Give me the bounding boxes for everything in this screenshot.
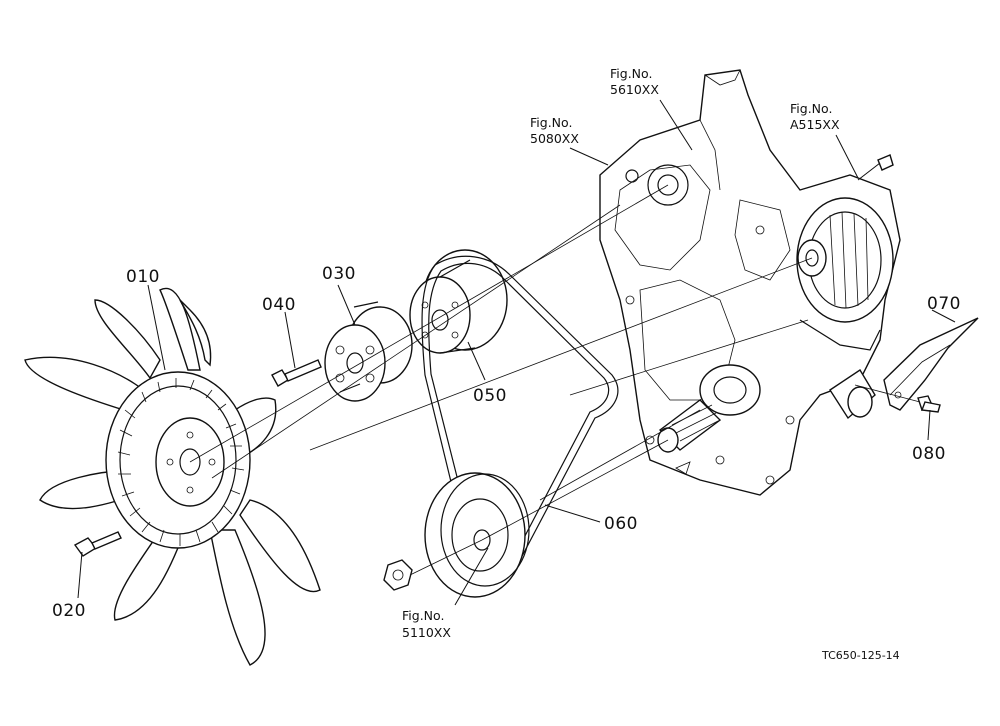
bracket-070: [883, 317, 979, 411]
crank-nut: [383, 559, 413, 591]
figref-a515-line2: A515XX: [790, 117, 840, 132]
figref-a515-line1: Fig.No.: [790, 101, 832, 116]
label-060: 060: [604, 514, 638, 534]
crank-pulley: [424, 472, 530, 598]
figref-5610-line2: 5610XX: [610, 82, 659, 97]
label-080: 080: [912, 444, 946, 464]
outlet-pipe: [829, 369, 876, 420]
figref-5610-line1: Fig.No.: [610, 66, 652, 81]
gear-case: [599, 69, 901, 496]
label-030: 030: [322, 264, 356, 284]
bolt-080: [917, 395, 941, 413]
bolt-040: [271, 359, 322, 387]
spacer-030: [324, 301, 413, 402]
pulley-050: [409, 249, 508, 354]
bolt-020: [73, 531, 122, 557]
label-020: 020: [52, 601, 86, 621]
label-040: 040: [262, 295, 296, 315]
figref-5080-line2: 5080XX: [530, 131, 579, 146]
fan-010: [24, 287, 321, 666]
label-050: 050: [473, 386, 507, 406]
label-070: 070: [927, 294, 961, 314]
leader-lines: [77, 99, 956, 606]
figref-5110-line1: Fig.No.: [402, 608, 444, 623]
figref-5080-line1: Fig.No.: [530, 115, 572, 130]
drawing-code: TC650-125-14: [821, 649, 900, 662]
assembly-lines: [189, 184, 921, 576]
figref-5110-line2: 5110XX: [402, 625, 451, 640]
label-010: 010: [126, 267, 160, 287]
